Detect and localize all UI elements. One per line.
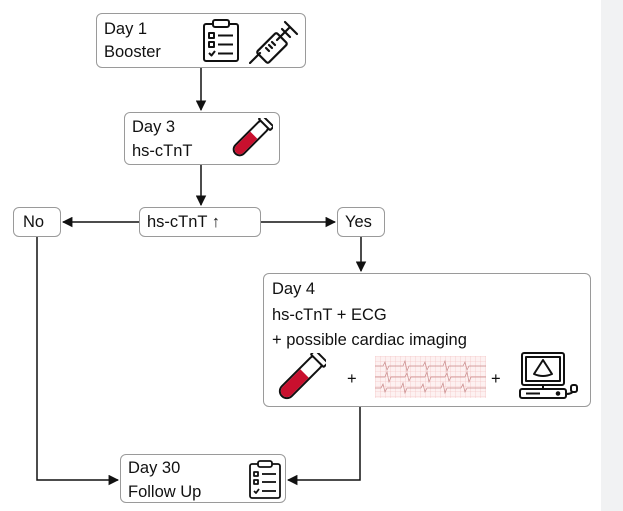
day3-label: hs-cTnT	[132, 142, 193, 160]
arrow-no-to-day30	[36, 237, 120, 486]
yes-box: Yes	[337, 207, 385, 237]
no-box: No	[13, 207, 61, 237]
clipboard-checklist-icon	[203, 19, 239, 62]
ultrasound-monitor-icon	[519, 352, 578, 399]
yes-label: Yes	[345, 213, 372, 231]
day30-box: Day 30 Follow Up	[120, 454, 286, 503]
page-edge-strip	[601, 0, 623, 511]
clipboard-checklist-icon	[249, 460, 281, 499]
day3-title: Day 3	[132, 118, 176, 136]
day1-box: Day 1 Booster	[96, 13, 306, 68]
day4-line2: + possible cardiac imaging	[272, 331, 467, 349]
day3-box: Day 3 hs-cTnT	[124, 112, 280, 165]
criterion-box: hs-cTnT ↑	[139, 207, 261, 237]
day1-title: Day 1	[104, 20, 148, 38]
day4-title: Day 4	[272, 280, 316, 298]
blood-tube-icon	[278, 353, 326, 400]
no-label: No	[23, 213, 45, 231]
day30-title: Day 30	[128, 459, 181, 477]
day4-line1: hs-cTnT + ECG	[272, 306, 387, 324]
syringe-icon	[249, 20, 299, 64]
criterion-label: hs-cTnT ↑	[147, 213, 221, 231]
plus-sign: +	[347, 370, 357, 388]
ecg-strip-icon	[375, 356, 486, 398]
plus-sign: +	[491, 370, 501, 388]
day1-label: Booster	[104, 43, 161, 61]
arrow-day4-to-day30	[286, 407, 361, 486]
day30-label: Follow Up	[128, 483, 202, 501]
blood-tube-icon	[232, 118, 273, 157]
day4-box: Day 4 hs-cTnT + ECG + possible cardiac i…	[263, 273, 591, 407]
